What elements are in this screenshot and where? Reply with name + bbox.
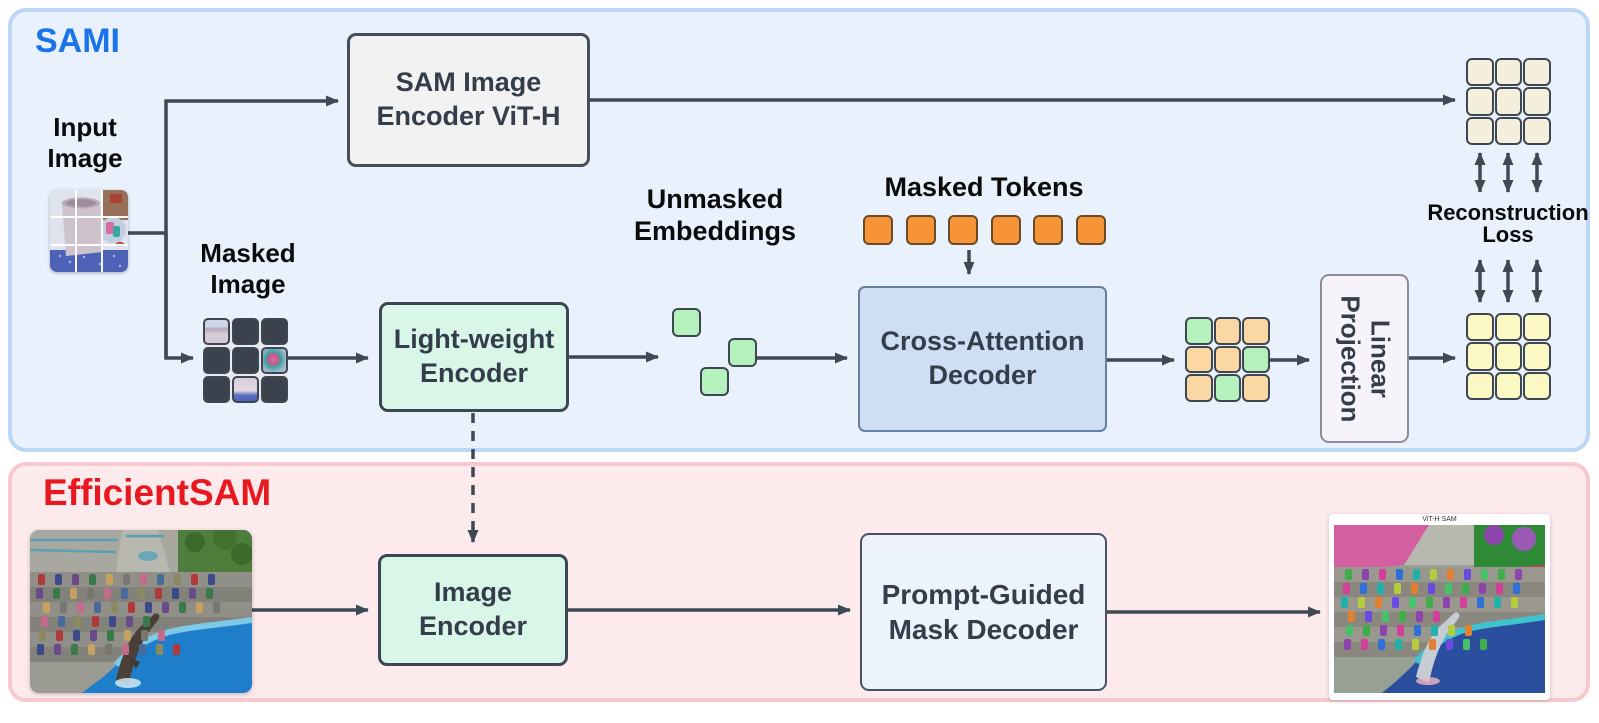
- sam-image-encoder-box: SAM Image Encoder ViT-H: [347, 33, 590, 167]
- segmented-photo-illustration: [1334, 525, 1556, 693]
- grid-cell: [1523, 342, 1551, 371]
- grid-cell: [1494, 313, 1523, 342]
- masked-image-grid: [203, 318, 288, 403]
- masked-token: [990, 215, 1021, 245]
- grid-cell: [261, 318, 288, 345]
- mug-photo-illustration: [50, 190, 128, 272]
- grid-cell: [1466, 313, 1494, 342]
- input-image-label: Input Image: [47, 112, 123, 173]
- grid-cell: [1494, 342, 1523, 371]
- grid-cell: [1213, 317, 1242, 345]
- input-image-thumbnail: [50, 190, 128, 272]
- grid-cell: [203, 376, 230, 403]
- unmasked-embedding-square: [728, 338, 757, 367]
- efficientsam-panel: [8, 462, 1590, 702]
- grid-cell: [1494, 87, 1523, 116]
- grid-cell: [232, 347, 259, 374]
- grid-cell: [1466, 87, 1494, 116]
- sea-lion-photo-illustration: [30, 530, 252, 693]
- grid-cell: [1185, 317, 1213, 345]
- sami-section-title: SAMI: [35, 22, 120, 60]
- lightweight-encoder-box: Light-weight Encoder: [379, 302, 569, 412]
- grid-cell: [1523, 58, 1551, 87]
- grid-cell: [1523, 371, 1551, 400]
- grid-cell: [261, 347, 288, 374]
- linear-projection-box: Linear Projection: [1320, 274, 1409, 443]
- masked-token: [1075, 215, 1106, 245]
- decoder-output-grid: [1185, 317, 1270, 402]
- grid-cell: [1213, 345, 1242, 374]
- efficientsam-input-photo: [30, 530, 252, 693]
- output-photo-caption: ViT-H SAM: [1422, 516, 1457, 523]
- cross-attention-decoder-box: Cross-Attention Decoder: [858, 286, 1107, 432]
- grid-cell: [1494, 371, 1523, 400]
- grid-cell: [1523, 116, 1551, 145]
- grid-cell: [1466, 116, 1494, 145]
- unmasked-embedding-square: [672, 308, 701, 337]
- grid-cell: [1185, 345, 1213, 374]
- grid-cell: [1523, 87, 1551, 116]
- masked-image-label: Masked Image: [200, 238, 296, 299]
- unmasked-embeddings-label: Unmasked Embeddings: [633, 184, 796, 246]
- grid-cell: [1185, 374, 1213, 402]
- encoder-target-grid: [1466, 58, 1551, 145]
- grid-cell: [1523, 313, 1551, 342]
- image-encoder-box: Image Encoder: [378, 554, 568, 666]
- grid-cell: [1213, 374, 1242, 402]
- grid-cell: [203, 347, 230, 374]
- efficientsam-section-title: EfficientSAM: [43, 472, 272, 513]
- grid-cell: [1242, 317, 1270, 345]
- connector-input-to-masked-image: [164, 233, 194, 364]
- grid-cell: [232, 318, 259, 345]
- masked-token: [905, 215, 936, 245]
- grid-cell: [1466, 342, 1494, 371]
- grid-cell: [203, 318, 230, 345]
- grid-cell: [261, 376, 288, 403]
- efficientsam-output-photo: ViT-H SAM: [1329, 514, 1556, 700]
- grid-cell: [232, 376, 259, 403]
- prompt-guided-mask-decoder-box: Prompt-Guided Mask Decoder: [860, 533, 1107, 691]
- grid-cell: [1494, 58, 1523, 87]
- masked-tokens-label: Masked Tokens: [884, 172, 1084, 202]
- grid-cell: [1466, 371, 1494, 400]
- masked-token: [948, 215, 978, 245]
- masked-token-row: [863, 215, 1106, 245]
- masked-token: [863, 215, 893, 245]
- grid-cell: [1466, 58, 1494, 87]
- grid-cell: [1242, 374, 1270, 402]
- masked-token: [1033, 215, 1063, 245]
- reconstruction-loss-label: Reconstruction Loss: [1427, 200, 1589, 248]
- grid-cell: [1494, 116, 1523, 145]
- grid-cell: [1242, 345, 1270, 374]
- projection-output-grid: [1466, 313, 1551, 400]
- unmasked-embedding-square: [700, 367, 729, 396]
